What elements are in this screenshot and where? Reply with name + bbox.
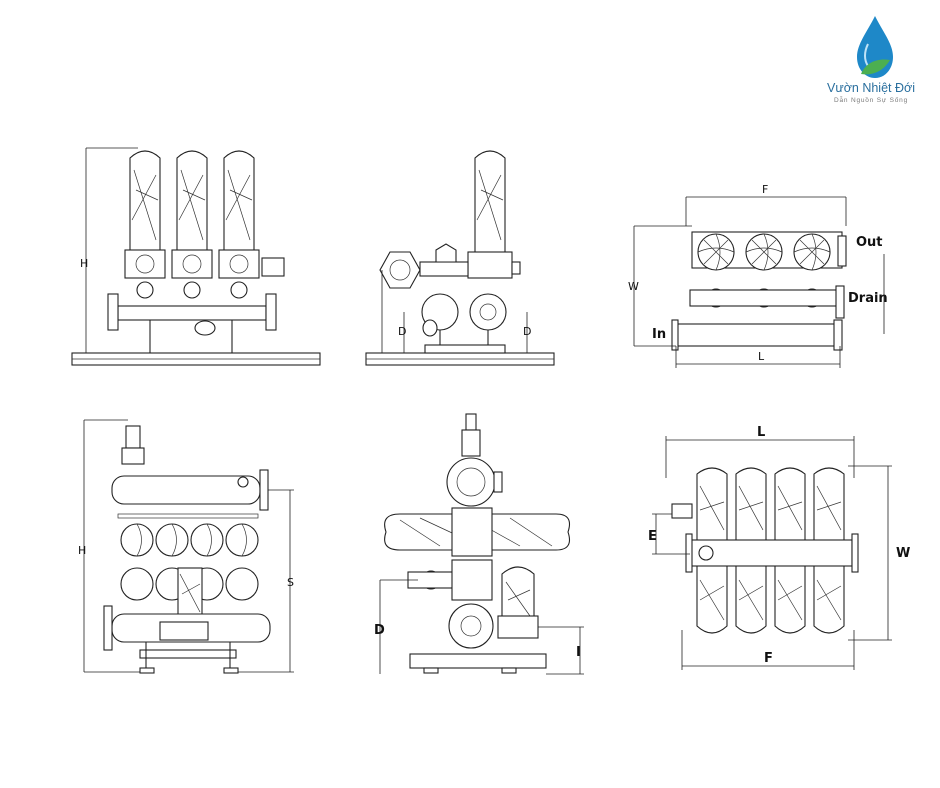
label-drain: Drain: [848, 291, 888, 306]
view-top-4-units: L E W: [648, 425, 910, 670]
filter-head: [793, 233, 831, 271]
brand-tagline: Dẫn Nguồn Sự Sống: [834, 95, 908, 104]
inlet-flange: [379, 251, 421, 289]
view-front-3-units: H: [71, 147, 321, 366]
dim-label-w: W: [896, 546, 910, 561]
inlet-pipe: [675, 323, 841, 347]
dim-label-e: E: [648, 529, 657, 544]
brand-name: Vườn Nhiệt Đới: [827, 81, 915, 95]
dim-label-h: H: [78, 544, 86, 557]
dim-label-d-right: D: [523, 325, 531, 338]
disc-filter: [171, 150, 213, 279]
disc-filter: [124, 150, 166, 279]
brand-logo: Vườn Nhiệt Đới Dẫn Nguồn Sự Sống: [827, 16, 915, 104]
dim-label-w: W: [628, 280, 639, 293]
center-manifold: [689, 539, 853, 567]
disc-filter: [218, 150, 260, 279]
dim-label-d: D: [374, 623, 385, 638]
view-top-3-units: F Out Drain In W: [628, 183, 888, 368]
drop-highlight-icon: [864, 43, 869, 67]
label-out: Out: [856, 235, 883, 250]
dim-label-l: L: [758, 350, 765, 363]
dim-label-f: F: [764, 651, 773, 666]
dim-label-f: F: [762, 183, 768, 196]
dim-label-h: H: [80, 257, 88, 270]
dim-label-d-left: D: [398, 325, 406, 338]
filter-head: [697, 233, 735, 271]
filter-head: [745, 233, 783, 271]
view-side-3-units: D D: [365, 150, 555, 366]
view-side-4-units: D I: [374, 413, 584, 675]
view-front-4-units: H S: [78, 419, 294, 674]
dim-label-l: L: [757, 425, 765, 440]
label-in: In: [652, 327, 666, 342]
dim-label-s: S: [287, 576, 294, 589]
leaf-icon: [861, 59, 890, 75]
dim-label-i: I: [576, 645, 581, 660]
manifold-pipe: [117, 305, 267, 321]
